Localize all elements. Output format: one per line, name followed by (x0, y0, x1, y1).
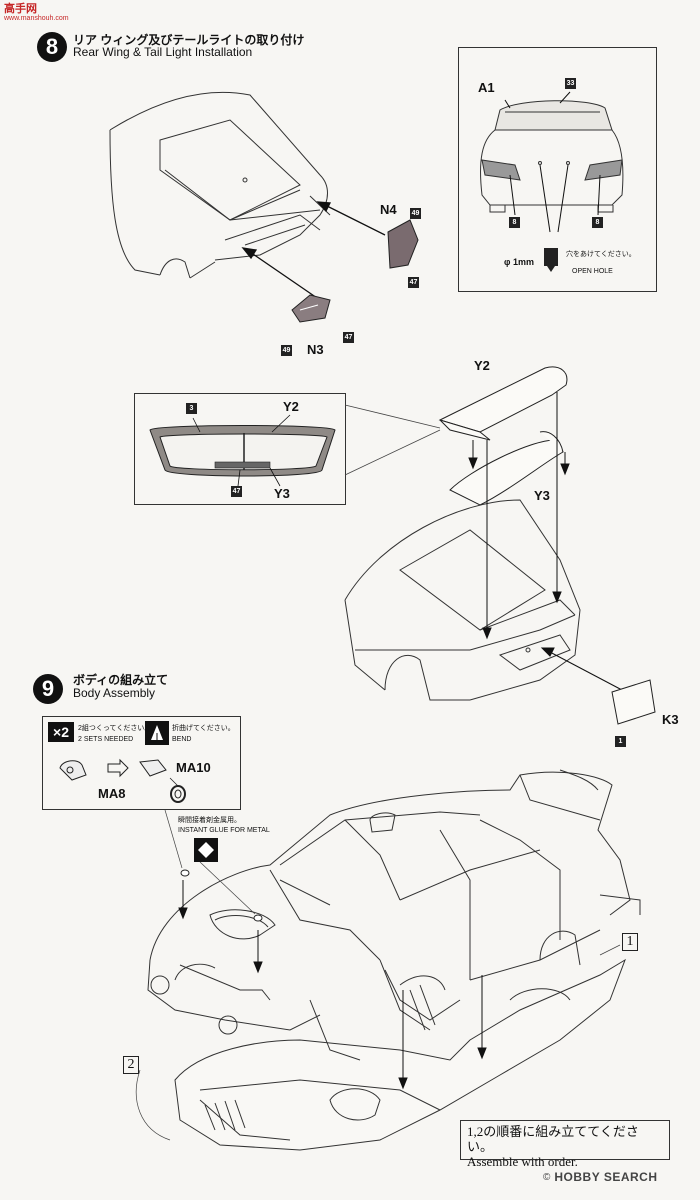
order-marker-2: 2 (123, 1056, 139, 1074)
color-code-n4-47: 47 (408, 277, 419, 288)
ma-subassembly-frame (42, 716, 241, 810)
step8-number: 8 (37, 32, 67, 62)
color-code-a1-left-8: 8 (509, 217, 520, 228)
watermark-logo: 高手网 www.manshouh.com (4, 3, 69, 23)
color-code-inset-3: 3 (186, 403, 197, 414)
label-y3-inset: Y3 (274, 486, 290, 501)
sets-note-jp: 2組つくってください。 (78, 725, 152, 732)
assembly-order-jp: 1,2の順番に組み立ててください。 (467, 1124, 639, 1154)
source-mark: © HOBBY SEARCH (543, 1170, 658, 1184)
source-text: HOBBY SEARCH (554, 1170, 658, 1184)
step9-title-en: Body Assembly (73, 686, 156, 700)
assembly-order-note: 1,2の順番に組み立ててください。 Assemble with order. (460, 1120, 670, 1169)
color-code-k3-1: 1 (615, 736, 626, 747)
glue-note-en: INSTANT GLUE FOR METAL (178, 827, 270, 834)
multiplier-badge: ×2 (48, 722, 74, 742)
color-code-n4-49: 49 (410, 208, 421, 219)
color-code-n3-49: 49 (281, 345, 292, 356)
step9-title-jp: ボディの組み立て (73, 673, 169, 687)
color-code-a1-right-8: 8 (592, 217, 603, 228)
step8-title-jp: リア ウィング及びテールライトの取り付け (73, 33, 305, 47)
copyright-icon: © (543, 1171, 551, 1183)
assembly-order-en: Assemble with order. (467, 1154, 578, 1169)
drill-note-en: OPEN HOLE (572, 268, 613, 275)
label-n4: N4 (380, 202, 397, 217)
color-code-inset-47: 47 (231, 486, 242, 497)
color-code-n3-47: 47 (343, 332, 354, 343)
drill-size: φ 1mm (504, 257, 534, 267)
bend-note-en: BEND (172, 736, 192, 743)
drill-note-jp: 穴をあけてください。 (566, 251, 636, 258)
label-a1: A1 (478, 80, 495, 95)
bend-note-jp: 折曲げてください。 (172, 725, 235, 732)
label-y2-inset: Y2 (283, 399, 299, 414)
glue-note-jp: 瞬間接着剤金属用。 (178, 817, 241, 824)
label-y3: Y3 (534, 488, 550, 503)
watermark-site: www.manshouh.com (4, 15, 69, 22)
label-ma8: MA8 (98, 786, 126, 801)
sets-note-en: 2 SETS NEEDED (78, 736, 134, 743)
watermark-logo-text: 高手网 (4, 3, 37, 15)
step9-number: 9 (33, 674, 63, 704)
label-n3: N3 (307, 342, 324, 357)
label-k3: K3 (662, 712, 679, 727)
label-ma10: MA10 (176, 760, 211, 775)
order-marker-1: 1 (622, 933, 638, 951)
color-code-a1-33: 33 (565, 78, 576, 89)
label-y2: Y2 (474, 358, 490, 373)
step8-title-en: Rear Wing & Tail Light Installation (73, 45, 253, 59)
a1-inset-frame (458, 47, 657, 292)
